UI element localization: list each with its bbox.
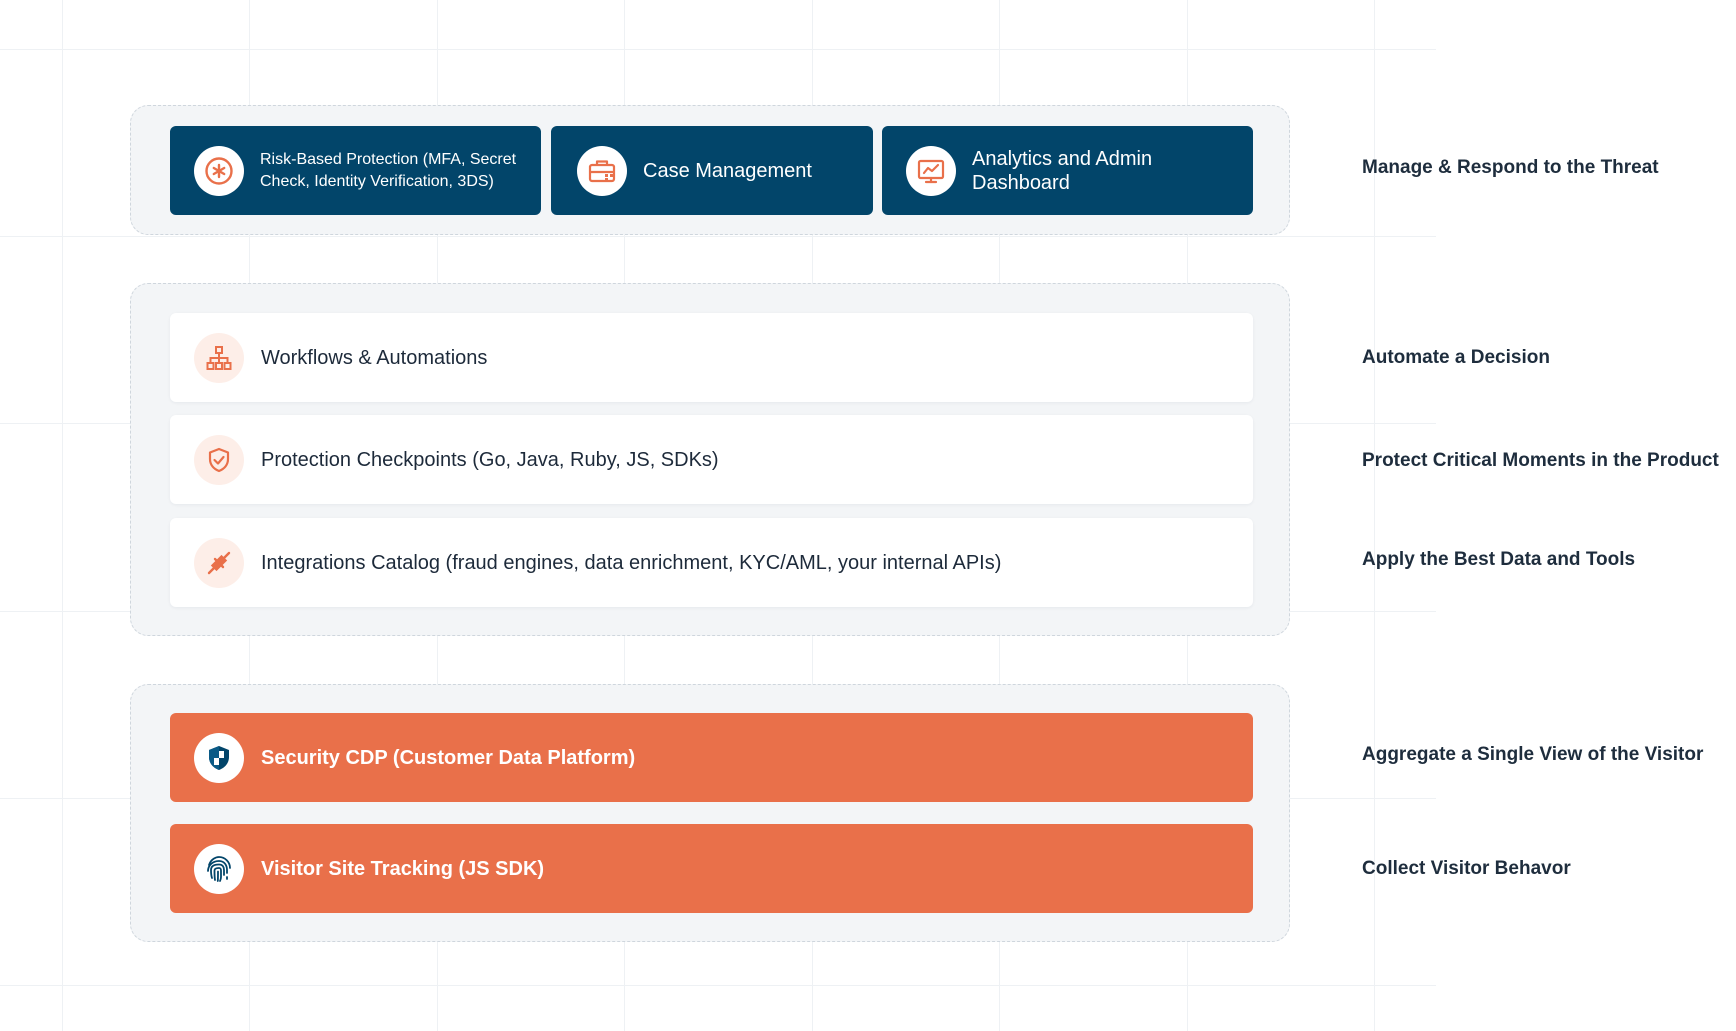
card-label: Visitor Site Tracking (JS SDK) <box>261 857 545 880</box>
protect-moments-label: Protect Critical Moments in the Product <box>1362 450 1719 471</box>
aggregate-view-label: Aggregate a Single View of the Visitor <box>1362 744 1704 765</box>
card-label: Integrations Catalog (fraud engines, dat… <box>261 551 1002 574</box>
manage-respond-label: Manage & Respond to the Threat <box>1362 157 1659 178</box>
card-label: Protection Checkpoints (Go, Java, Ruby, … <box>261 448 719 471</box>
protection-checkpoints-card: Protection Checkpoints (Go, Java, Ruby, … <box>170 415 1253 504</box>
apply-data-tools-label: Apply the Best Data and Tools <box>1362 549 1636 570</box>
security-cdp-card: Security CDP (Customer Data Platform) <box>170 713 1253 802</box>
card-label: Analytics and Admin Dashboard <box>972 147 1153 194</box>
shield-icon <box>194 732 244 783</box>
visitor-tracking-card: Visitor Site Tracking (JS SDK) <box>170 824 1253 913</box>
card-label: Case Management <box>643 159 812 182</box>
automate-decision-label: Automate a Decision <box>1362 347 1550 368</box>
plug-icon <box>194 537 244 588</box>
collect-behavior-label: Collect Visitor Behavor <box>1362 858 1571 879</box>
analytics-dashboard-card: Analytics and Admin Dashboard <box>882 126 1253 215</box>
card-label: Risk-Based Protection (MFA, Secret Check… <box>260 150 517 190</box>
fingerprint-icon <box>194 843 244 894</box>
integrations-catalog-card: Integrations Catalog (fraud engines, dat… <box>170 518 1253 607</box>
briefcase-icon <box>577 145 627 196</box>
asterisk-circle-icon <box>194 145 244 196</box>
monitor-chart-icon <box>906 145 956 196</box>
card-label: Security CDP (Customer Data Platform) <box>261 746 636 769</box>
shield-check-icon <box>194 434 244 485</box>
risk-based-protection-card: Risk-Based Protection (MFA, Secret Check… <box>170 126 541 215</box>
case-management-card: Case Management <box>551 126 873 215</box>
card-label: Workflows & Automations <box>261 346 488 369</box>
org-chart-icon <box>194 332 244 383</box>
workflows-card: Workflows & Automations <box>170 313 1253 402</box>
